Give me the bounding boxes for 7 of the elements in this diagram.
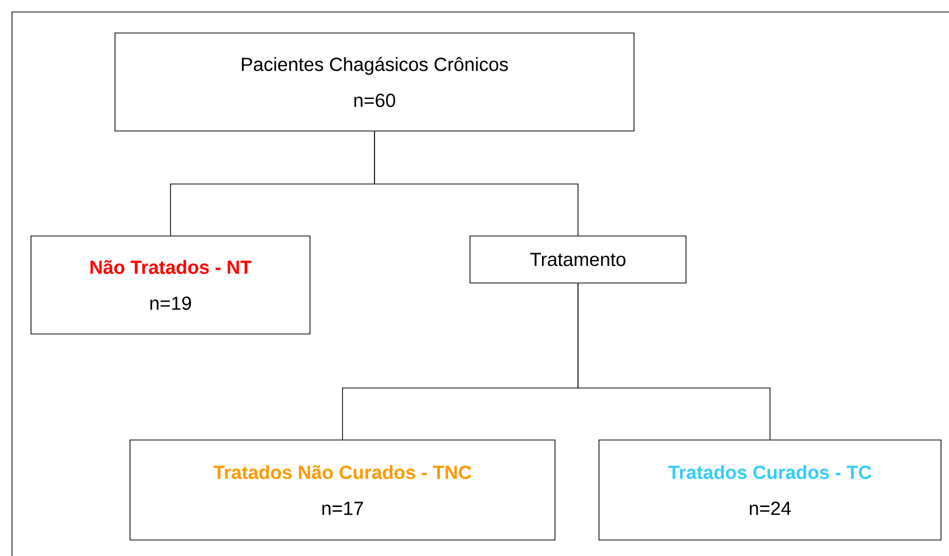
box: Tratados Não Curados - TNC n=17 bbox=[130, 440, 556, 540]
box: Tratamento bbox=[470, 236, 686, 284]
box: Tratados Curados - TC n=24 bbox=[598, 440, 942, 540]
box: Pacientes Chagásicos Crônicos n=60 bbox=[114, 32, 634, 132]
connector bbox=[374, 131, 578, 236]
connector bbox=[578, 283, 770, 440]
box: Não Tratados - NT n=19 bbox=[30, 236, 310, 334]
